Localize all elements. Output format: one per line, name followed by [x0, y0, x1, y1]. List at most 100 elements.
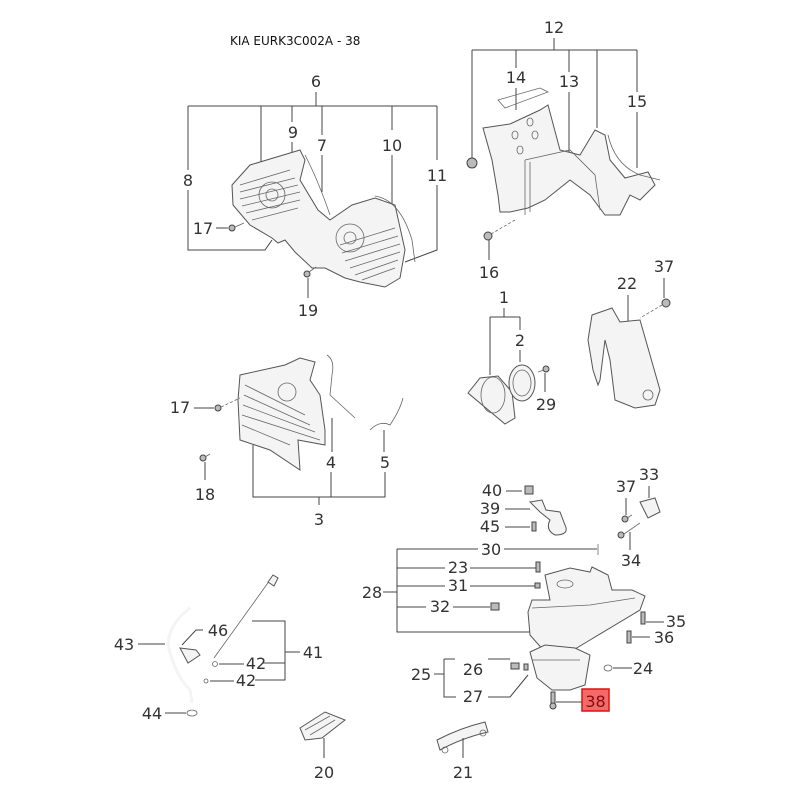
lower-timing-cover-part[interactable] [237, 357, 326, 471]
part-20[interactable] [299, 711, 346, 741]
o-ring-42-upper[interactable] [212, 661, 218, 667]
bolt-36[interactable] [626, 630, 632, 644]
group-timing-belt-cover-rear: 12 14 13 15 16 [466, 18, 661, 282]
callout-39[interactable]: 39 [480, 499, 500, 518]
gasket-27[interactable] [523, 663, 529, 671]
callout-1[interactable]: 1 [499, 288, 509, 307]
callout-28[interactable]: 28 [362, 583, 382, 602]
bolt-23[interactable] [535, 561, 541, 573]
group-oil-pan-upper: 28 30 23 31 32 35 36 [362, 540, 686, 653]
callout-17-lower[interactable]: 17 [170, 398, 190, 417]
group-plate-22: 22 37 [587, 257, 674, 409]
highlighted-callout-38[interactable]: 38 [581, 688, 610, 712]
plug-32[interactable] [490, 602, 500, 611]
part-21[interactable] [436, 721, 489, 751]
callout-15[interactable]: 15 [627, 92, 647, 111]
callout-29[interactable]: 29 [536, 395, 556, 414]
callout-7[interactable]: 7 [317, 136, 327, 155]
upper-oil-pan-part[interactable] [527, 566, 646, 653]
gasket-31[interactable] [534, 582, 541, 589]
callout-31[interactable]: 31 [448, 576, 468, 595]
group-oil-level-gauge: 43 46 44 41 42 42 [114, 574, 323, 723]
callout-37-lower[interactable]: 37 [616, 477, 636, 496]
callout-12[interactable]: 12 [544, 18, 564, 37]
callout-14[interactable]: 14 [506, 68, 526, 87]
group-timing-cover-lower: 17 18 4 5 3 [170, 354, 404, 529]
o-ring-42-lower[interactable] [203, 678, 209, 684]
callout-30[interactable]: 30 [481, 540, 501, 559]
callout-5[interactable]: 5 [380, 453, 390, 472]
bolt-45[interactable] [531, 521, 537, 532]
bolt-17-upper[interactable] [228, 222, 245, 232]
callout-17-upper[interactable]: 17 [193, 219, 213, 238]
dipstick-41[interactable] [213, 574, 279, 659]
lower-oil-pan-part[interactable] [529, 644, 591, 691]
drain-plug-26[interactable] [510, 662, 520, 670]
group-timing-parts: 20 21 [299, 711, 489, 782]
upper-timing-cover-part[interactable] [231, 149, 416, 288]
callout-8[interactable]: 8 [183, 171, 193, 190]
bolt-37-upper[interactable] [639, 298, 671, 319]
callout-9[interactable]: 9 [288, 123, 298, 142]
callout-34[interactable]: 34 [621, 551, 641, 570]
group-oil-pan-lower: 25 26 27 24 38 [411, 644, 653, 712]
callout-38[interactable]: 38 [585, 692, 605, 711]
callout-4[interactable]: 4 [326, 453, 336, 472]
bolt-16[interactable] [483, 219, 516, 241]
bolt-37-lower[interactable] [621, 514, 633, 523]
callout-25[interactable]: 25 [411, 665, 431, 684]
oil-seal-case-part[interactable] [467, 375, 516, 425]
washer-24[interactable] [603, 664, 613, 672]
nut-12[interactable] [466, 157, 478, 169]
callout-27[interactable]: 27 [463, 687, 483, 706]
callout-21[interactable]: 21 [453, 763, 473, 782]
callout-40[interactable]: 40 [482, 481, 502, 500]
callout-32[interactable]: 32 [430, 597, 450, 616]
gasket-40[interactable] [524, 485, 534, 495]
gasket-33[interactable] [639, 497, 661, 519]
bolt-38[interactable] [549, 691, 557, 710]
group-timing-cover-upper: 6 8 9 7 10 11 17 19 [183, 72, 447, 320]
callout-35[interactable]: 35 [666, 612, 686, 631]
callout-43[interactable]: 43 [114, 635, 134, 654]
group-oil-seal-case: 1 2 29 [467, 288, 556, 425]
callout-46[interactable]: 46 [208, 621, 228, 640]
callout-42-upper[interactable]: 42 [246, 654, 266, 673]
strainer-39[interactable] [528, 499, 567, 536]
callout-41[interactable]: 41 [303, 643, 323, 662]
callout-6[interactable]: 6 [311, 72, 321, 91]
plate-22-part[interactable] [587, 307, 661, 409]
callout-13[interactable]: 13 [559, 72, 579, 91]
callout-23[interactable]: 23 [448, 558, 468, 577]
oil-guide-tube-43[interactable] [166, 606, 194, 704]
callout-10[interactable]: 10 [382, 136, 402, 155]
group-oil-strainer: 40 39 45 37 33 34 [480, 465, 661, 570]
callout-16[interactable]: 16 [479, 263, 499, 282]
o-ring-44[interactable] [186, 709, 198, 717]
bracket-46[interactable] [179, 647, 201, 664]
callout-36[interactable]: 36 [654, 628, 674, 647]
callout-22[interactable]: 22 [617, 274, 637, 293]
bolt-29[interactable] [537, 365, 550, 373]
callout-18[interactable]: 18 [195, 485, 215, 504]
callout-20[interactable]: 20 [314, 763, 334, 782]
callout-37-upper[interactable]: 37 [654, 257, 674, 276]
callout-24[interactable]: 24 [633, 659, 653, 678]
callout-2[interactable]: 2 [515, 331, 525, 350]
bolt-35[interactable] [640, 611, 646, 625]
callout-19[interactable]: 19 [298, 301, 318, 320]
bolt-17-lower[interactable] [214, 397, 241, 412]
callout-45[interactable]: 45 [480, 517, 500, 536]
rear-cover-part[interactable] [482, 87, 661, 216]
callout-26[interactable]: 26 [463, 660, 483, 679]
bolt-18[interactable] [199, 453, 211, 462]
callout-44[interactable]: 44 [142, 704, 162, 723]
callout-42-lower[interactable]: 42 [236, 671, 256, 690]
bolt-34[interactable] [617, 522, 641, 539]
callout-33[interactable]: 33 [639, 465, 659, 484]
callout-3[interactable]: 3 [314, 510, 324, 529]
bolt-19[interactable] [303, 266, 317, 278]
oil-seal-part[interactable] [508, 364, 536, 402]
callout-11[interactable]: 11 [427, 166, 447, 185]
